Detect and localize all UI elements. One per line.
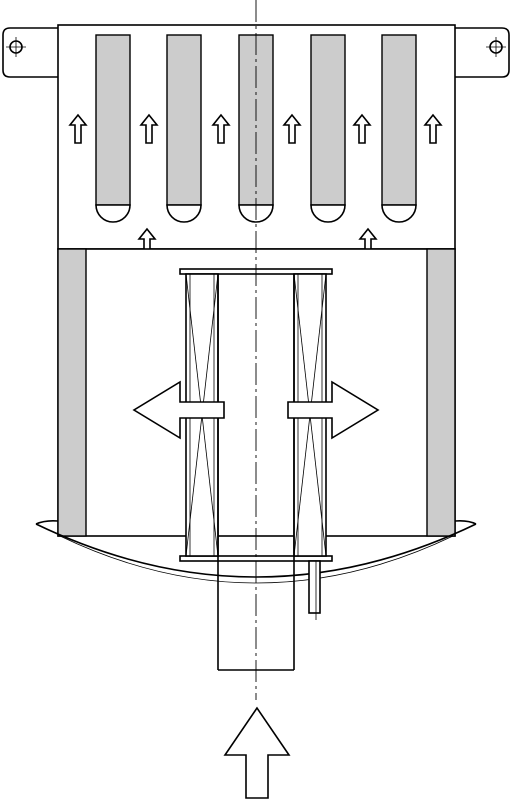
inlet-arrow-icon: [223, 706, 291, 799]
tube-1: [95, 34, 131, 223]
left-side-panel: [57, 248, 87, 537]
tube-2: [166, 34, 202, 223]
right-outflow-arrow-icon: [287, 380, 380, 440]
tube-5: [381, 34, 417, 223]
left-outflow-arrow-icon: [132, 380, 225, 440]
left-mounting-bracket: [2, 27, 58, 78]
lower-body: [57, 248, 456, 537]
tube-4: [310, 34, 346, 223]
right-side-panel: [426, 248, 456, 537]
drain-pipe: [308, 560, 321, 614]
right-mounting-bracket: [455, 27, 510, 78]
